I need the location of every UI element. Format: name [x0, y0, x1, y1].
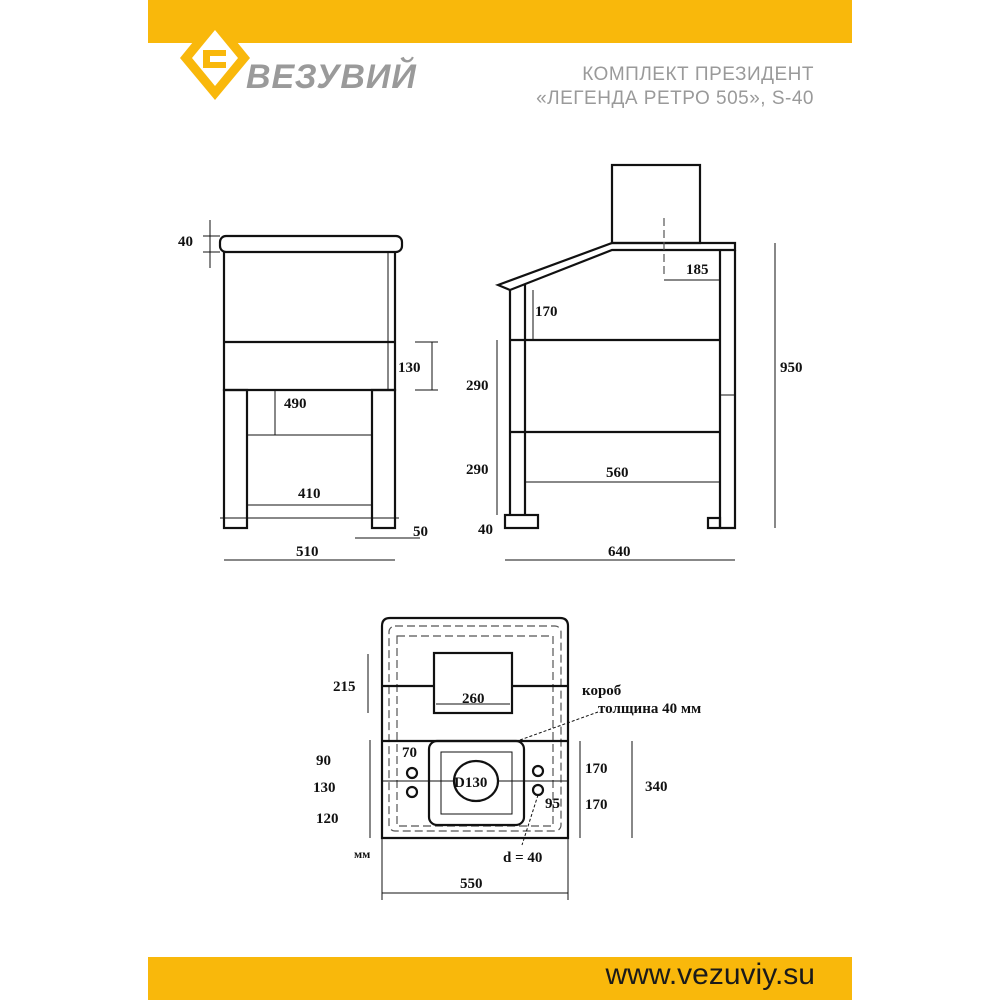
front-top-thickness: 40 [178, 234, 193, 250]
top-view: 215 260 короб толщина 40 мм 90 130 120 7… [313, 616, 701, 900]
left-dim-3: 120 [316, 811, 339, 827]
product-title: КОМПЛЕКТ ПРЕЗИДЕНТ «ЛЕГЕНДА РЕТРО 505», … [536, 63, 814, 111]
website-link[interactable]: www.vezuviy.su [605, 958, 815, 991]
front-foot: 50 [413, 524, 428, 540]
side-section-1: 290 [466, 378, 489, 394]
front-width: 510 [296, 544, 319, 560]
chimney-diameter: D130 [454, 775, 487, 791]
top-width: 550 [460, 876, 483, 892]
front-inner-width: 410 [298, 486, 321, 502]
front-leg-height: 490 [284, 396, 307, 412]
left-dim-2: 130 [313, 780, 336, 796]
box-label: короб [582, 683, 621, 699]
side-view: 185 170 290 290 560 950 40 640 [466, 163, 803, 561]
side-height: 950 [780, 360, 803, 376]
box-thickness: толщина 40 мм [598, 701, 701, 717]
offset-left: 70 [402, 745, 417, 761]
right-dim-2: 170 [585, 797, 608, 813]
side-inner-depth: 560 [606, 465, 629, 481]
front-view: 40 130 490 410 510 50 [178, 220, 438, 561]
brand-name: ВЕЗУВИЙ [246, 58, 417, 96]
right-dim-1: 170 [585, 761, 608, 777]
side-offset: 185 [686, 262, 709, 278]
side-slope: 170 [535, 304, 558, 320]
footer-band [148, 957, 852, 1000]
door-height: 215 [333, 679, 356, 695]
right-total: 340 [645, 779, 668, 795]
door-width: 260 [462, 691, 485, 707]
front-band-height: 130 [398, 360, 421, 376]
units-label: мм [354, 847, 370, 861]
left-dim-1: 90 [316, 753, 331, 769]
title-line-2: «ЛЕГЕНДА РЕТРО 505», S-40 [536, 88, 814, 109]
hole-offset: 95 [545, 796, 560, 812]
side-depth: 640 [608, 544, 631, 560]
side-foot: 40 [478, 522, 493, 538]
header-band [148, 0, 852, 43]
title-line-1: КОМПЛЕКТ ПРЕЗИДЕНТ [582, 64, 814, 85]
side-section-2: 290 [466, 462, 489, 478]
hole-diameter: d = 40 [503, 850, 542, 866]
